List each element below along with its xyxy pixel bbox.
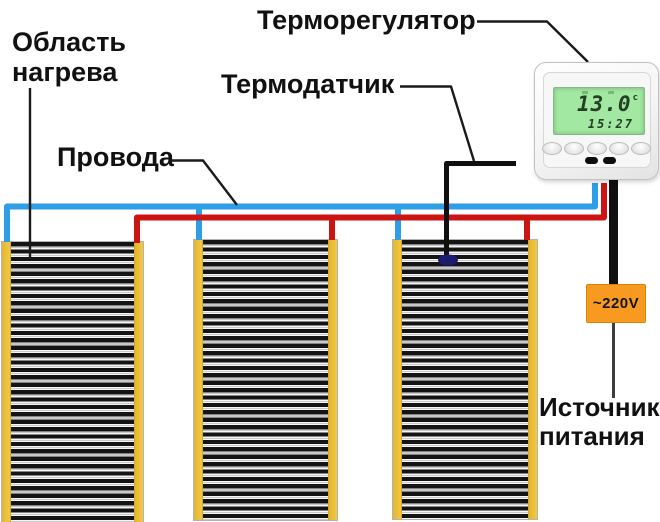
heating-film-panel-1 bbox=[1, 241, 144, 522]
heating-film-panel-3 bbox=[392, 239, 538, 520]
wires-label: Провода bbox=[57, 142, 174, 172]
voltage-tag: ~220V bbox=[586, 284, 646, 323]
power-source-label: Источник питания bbox=[539, 393, 660, 451]
red-wire-main bbox=[134, 183, 607, 243]
wires-pointer-line bbox=[172, 159, 238, 206]
panel-2-right-busbar bbox=[328, 240, 337, 520]
thermostat-button-5[interactable] bbox=[631, 142, 651, 155]
lcd-unit: c bbox=[632, 93, 638, 103]
heating-area-label: Область нагрева bbox=[12, 27, 126, 87]
panel-2-left-busbar bbox=[194, 240, 203, 520]
heating-film-panel-2 bbox=[193, 239, 338, 521]
thermosensor-label: Термодатчик bbox=[221, 69, 395, 99]
thermostat-button-4[interactable] bbox=[608, 142, 629, 155]
lcd-status-icons bbox=[582, 91, 622, 94]
lcd-temperature: 13.0 bbox=[577, 92, 632, 116]
thermostat-pointer-line bbox=[477, 20, 589, 63]
thermostat-button-2[interactable] bbox=[564, 142, 585, 155]
thermostat-indicator-slots bbox=[585, 157, 616, 164]
thermostat-device: 13.0 c 15:27 bbox=[534, 62, 659, 180]
thermosensor-pointer-line bbox=[400, 85, 476, 162]
blue-wire-main bbox=[4, 183, 598, 242]
lcd-time: 15:27 bbox=[587, 117, 634, 131]
thermostat-lcd: 13.0 c 15:27 bbox=[553, 87, 645, 135]
panel-1-right-busbar bbox=[134, 242, 143, 522]
thermostat-indicator-1 bbox=[585, 157, 598, 164]
heating-area-label-line2: нагрева bbox=[12, 57, 118, 87]
power-source-label-line2: питания bbox=[539, 421, 645, 451]
thermostat-indicator-2 bbox=[603, 157, 616, 164]
panel-1-left-busbar bbox=[2, 242, 11, 522]
power-source-label-line1: Источник bbox=[539, 392, 660, 422]
thermostat-button-3[interactable] bbox=[586, 142, 607, 155]
thermostat-button-1[interactable] bbox=[542, 142, 562, 155]
heating-area-label-line1: Область bbox=[12, 27, 127, 57]
thermostat-label: Терморегулятор bbox=[257, 5, 476, 35]
thermostat-buttons bbox=[542, 142, 651, 155]
panel-3-right-busbar bbox=[528, 240, 537, 519]
panel-3-left-busbar bbox=[393, 240, 402, 519]
